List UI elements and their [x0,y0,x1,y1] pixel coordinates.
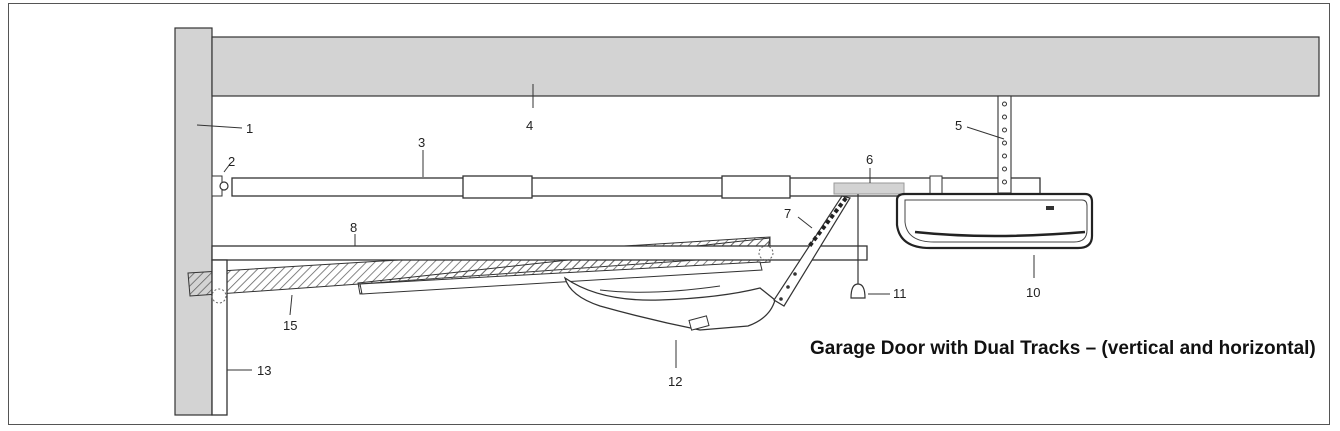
hanging-bracket [997,95,1012,194]
label-15: 15 [283,318,297,333]
label-3: 3 [418,135,425,150]
emergency-release [850,194,866,299]
vertical-track [211,259,228,416]
label-1: 1 [246,121,253,136]
roller-upper [758,245,774,261]
label-6: 6 [866,152,873,167]
wall [174,27,213,416]
door-arm-bracket [563,276,776,331]
ceiling [211,36,1320,97]
label-10: 10 [1026,285,1040,300]
leader-lines [196,84,1035,371]
horizontal-track [211,245,868,261]
diagram-caption: Garage Door with Dual Tracks – (vertical… [810,338,1316,359]
trolley [833,182,905,195]
label-2: 2 [228,154,235,169]
motor-unit [895,192,1094,250]
roller-lower [211,288,227,304]
label-12: 12 [668,374,682,389]
diagram-frame [8,3,1330,425]
door-arm [773,195,851,307]
label-5: 5 [955,118,962,133]
label-13: 13 [257,363,271,378]
header-bracket [211,175,229,197]
label-8: 8 [350,220,357,235]
label-11: 11 [893,286,907,301]
label-7: 7 [784,206,791,221]
door-bottom-rail [359,261,763,295]
label-4: 4 [526,118,533,133]
